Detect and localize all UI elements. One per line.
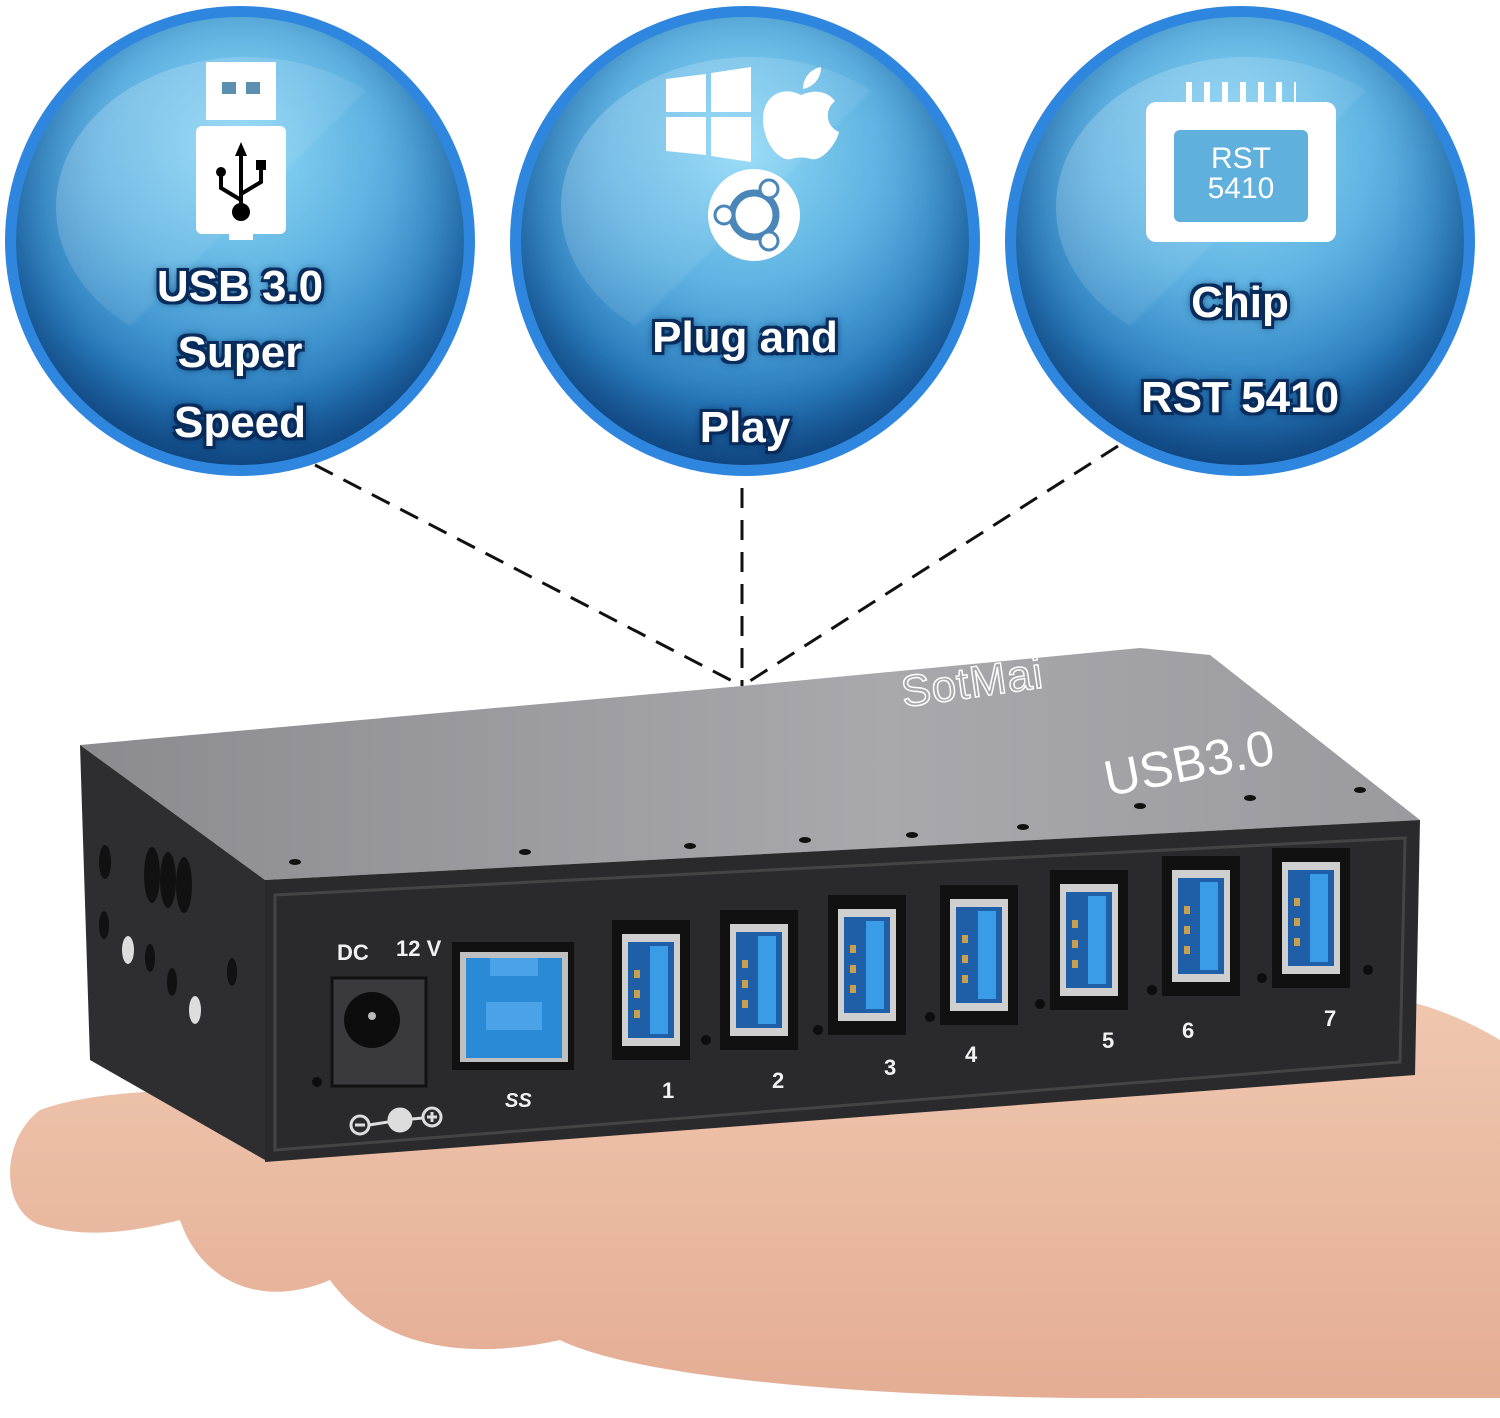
ubuntu-logo-icon: [708, 169, 800, 261]
chip-icon: RST 5410: [1146, 82, 1336, 242]
callout-line: Super: [177, 328, 303, 377]
chip-text: 5410: [1207, 172, 1275, 205]
port-number: 5: [1102, 1028, 1115, 1053]
usb-a-ports: [612, 848, 1350, 1060]
usb-flash-drive-icon: [196, 62, 286, 240]
callout-line: Chip: [1191, 278, 1289, 327]
callout-plug-and-play: Plug and Play: [510, 6, 980, 476]
callout-line: Play: [699, 403, 791, 452]
windows-logo-icon: [666, 67, 751, 162]
port-number: 4: [965, 1042, 978, 1067]
callout-line: USB 3.0: [156, 262, 324, 311]
callout-line: Speed: [173, 398, 307, 447]
chip-text: RST: [1211, 142, 1271, 175]
apple-logo-icon: [763, 67, 839, 160]
port-number: 2: [772, 1068, 785, 1093]
callout-line: RST 5410: [1140, 373, 1340, 422]
dc-label: DC: [337, 940, 369, 965]
callout-line: Plug and: [652, 313, 838, 362]
voltage-label: 12 V: [396, 936, 442, 961]
callout-usb3-superspeed: USB 3.0 Super Speed: [5, 6, 475, 476]
port-number: 7: [1324, 1006, 1337, 1031]
port-number: 6: [1182, 1018, 1195, 1043]
port-number: 3: [884, 1055, 897, 1080]
callout-chip-rst5410: RST 5410 Chip RST 5410: [1005, 6, 1475, 476]
superspeed-logo: SS: [505, 1090, 532, 1112]
polarity-symbol: [349, 1106, 443, 1136]
port-number: 1: [662, 1078, 675, 1103]
